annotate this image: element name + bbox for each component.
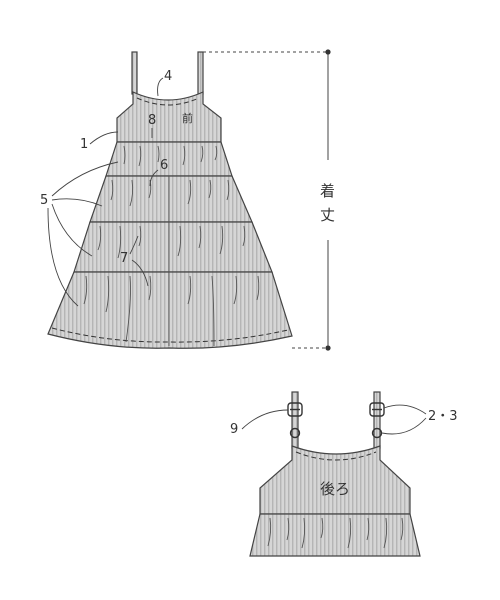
back-annotations: 9 2・3 — [230, 404, 458, 437]
front-dress — [47, 51, 293, 349]
callout-2-3-leader-a — [383, 404, 427, 415]
callout-5-leader-a — [51, 161, 119, 197]
callout-7-leader-a — [129, 235, 139, 255]
callout-1-leader — [89, 131, 119, 145]
callout-6: 6 — [160, 158, 168, 173]
back-gathers — [267, 517, 404, 549]
back-right-strap — [373, 391, 381, 449]
front-tier-3 — [73, 221, 273, 273]
front-bodice — [116, 91, 222, 143]
back-right-adjuster — [369, 402, 385, 439]
front-neckline-stitch — [136, 97, 200, 106]
front-tier-4 — [47, 271, 293, 349]
back-left-adjuster — [287, 402, 303, 439]
back-neckline-stitch — [295, 451, 377, 461]
callout-5-leader-b — [51, 198, 103, 207]
callout-5-leader-d — [47, 207, 79, 307]
callout-7-leader-b — [131, 259, 149, 287]
length-label-1: 着 — [320, 182, 335, 200]
callout-8: 8 — [148, 113, 156, 128]
callout-9-leader — [241, 409, 289, 430]
back-left-strap — [291, 391, 299, 449]
front-hem-stitch — [51, 327, 289, 343]
back-dress: 後ろ — [249, 391, 421, 557]
callout-5-leader-c — [51, 203, 93, 257]
callout-4-leader — [157, 77, 164, 97]
callout-5: 5 — [40, 193, 48, 208]
length-dimension: 着 丈 — [203, 49, 335, 351]
callout-4: 4 — [164, 69, 172, 84]
callout-2-3-leader-b — [381, 417, 427, 435]
callout-7: 7 — [120, 251, 128, 266]
front-label: 前 — [182, 111, 193, 125]
front-annotations: 前 4 8 1 6 5 7 — [40, 69, 193, 307]
callout-9: 9 — [230, 422, 238, 437]
front-left-strap — [131, 51, 138, 95]
back-skirt — [249, 513, 421, 557]
front-gathers — [83, 145, 260, 347]
back-label: 後ろ — [320, 480, 350, 498]
length-label-2: 丈 — [320, 206, 335, 224]
front-right-strap — [197, 51, 204, 95]
callout-1: 1 — [80, 137, 88, 152]
callout-2-3: 2・3 — [428, 409, 458, 424]
callout-6-leader — [149, 169, 159, 187]
